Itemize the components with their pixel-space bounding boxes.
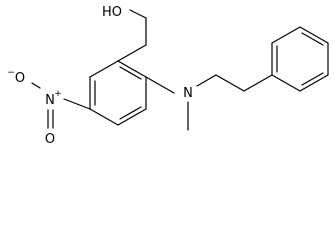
phenyl-ring <box>243 26 329 92</box>
ring-bond-c3-c4 <box>117 108 147 126</box>
nitro-oxygen-left-label: O <box>15 71 25 86</box>
amine-nitrogen-label: N <box>183 86 193 101</box>
bond-nitro-oxygen-left <box>31 82 41 89</box>
hydroxyl-label: HO <box>102 5 122 20</box>
ring-bond-c6-c1 <box>89 60 119 78</box>
bond-ring-ch2 <box>117 44 147 62</box>
bond-amine-benzyl-ch2 <box>196 74 217 87</box>
bond-benzyl-ch2-phenyl <box>215 74 245 92</box>
nitro-oxygen-left-charge: − <box>7 68 15 78</box>
phenyl-double-bond-3 <box>301 72 324 86</box>
bond-ring-nitro <box>63 98 91 110</box>
nitro-oxygen-bottom-label: O <box>45 132 55 147</box>
ring-bond-c4-c5 <box>89 108 119 126</box>
ring-double-bond-c3-c4 <box>119 106 142 120</box>
ring-bond-c1-c2 <box>117 60 147 78</box>
phenyl-bond-f-g <box>271 26 301 44</box>
amine-group: N <box>145 74 245 131</box>
central-benzene-ring <box>89 60 147 126</box>
phenyl-bond-b-c <box>271 74 301 92</box>
phenyl-double-bond-2 <box>301 32 324 46</box>
nitro-nitrogen-charge: + <box>54 89 62 99</box>
phenyl-bond-e-f <box>299 26 329 44</box>
phenyl-bond-a-b <box>243 74 273 92</box>
chemical-structure-diagram: HO N + O − O N <box>7 5 329 147</box>
phenyl-bond-c-d <box>299 74 329 92</box>
bond-oh-link <box>129 9 147 19</box>
nitro-nitrogen-label: N <box>45 93 55 108</box>
hydroxymethyl-group: HO <box>102 5 147 62</box>
ring-double-bond-c1-c2 <box>119 66 142 80</box>
bond-ring-amine <box>145 76 175 94</box>
nitro-group: N + O − O <box>7 68 91 147</box>
